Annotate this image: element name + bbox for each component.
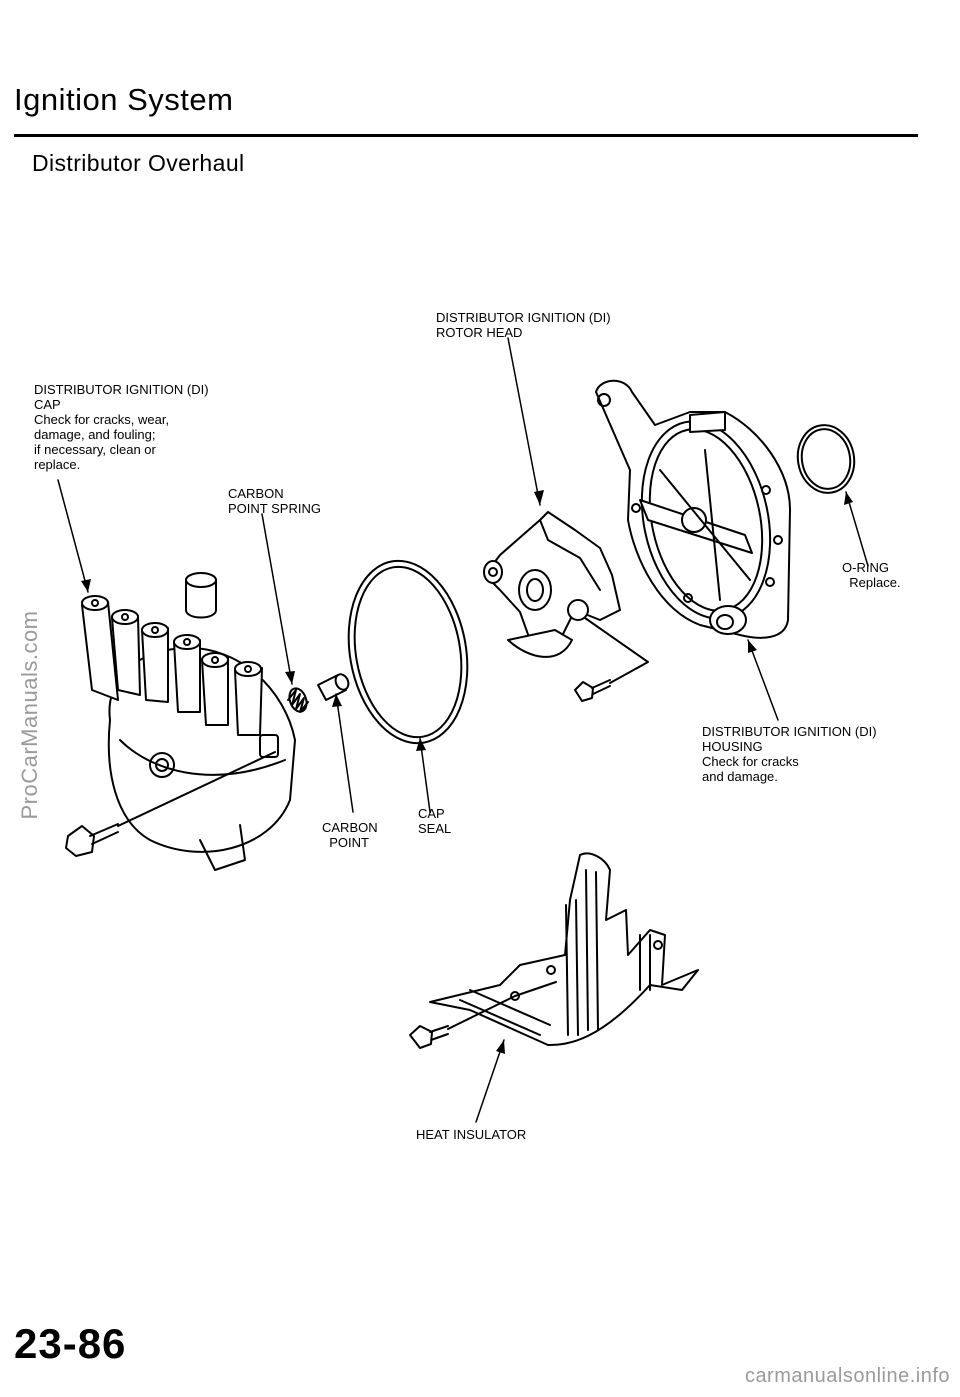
cap-seal-part xyxy=(347,559,469,745)
side-watermark: ProCarManuals.com xyxy=(17,610,42,820)
rotor-head-part xyxy=(483,511,649,702)
label-distributor-cap: DISTRIBUTOR IGNITION (DI) CAP Check for … xyxy=(34,382,209,472)
leader-arrowheads xyxy=(81,490,853,1054)
section-subtitle: Distributor Overhaul xyxy=(32,150,245,176)
o-ring-part xyxy=(796,424,856,494)
label-o-ring: O-RING Replace. xyxy=(842,560,901,590)
carbon-point-spring-part xyxy=(287,687,309,713)
title-rule xyxy=(14,134,918,137)
distributor-cap-part xyxy=(65,572,296,871)
page-title: Ignition System xyxy=(14,82,234,117)
page-number: 23-86 xyxy=(14,1320,127,1367)
label-carbon-point: CARBON POINT xyxy=(322,820,378,850)
housing-part xyxy=(595,379,791,639)
heat-insulator-part xyxy=(409,852,699,1049)
label-cap-seal: CAP SEAL xyxy=(418,806,452,836)
label-heat-insulator: HEAT INSULATOR xyxy=(416,1127,527,1142)
bottom-watermark: carmanualsonline.info xyxy=(744,1365,950,1387)
label-rotor-head: DISTRIBUTOR IGNITION (DI) ROTOR HEAD xyxy=(436,310,611,340)
label-housing: DISTRIBUTOR IGNITION (DI) HOUSING Check … xyxy=(702,724,877,784)
label-carbon-point-spring: CARBON POINT SPRING xyxy=(228,486,321,516)
carbon-point-part xyxy=(317,673,350,701)
